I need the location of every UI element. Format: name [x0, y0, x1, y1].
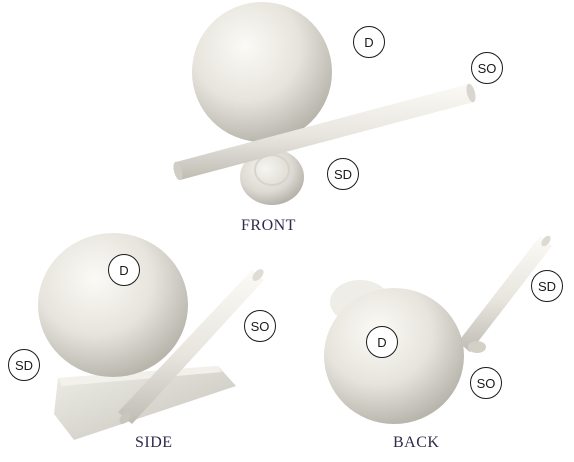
back-large-sphere — [324, 288, 464, 424]
side-view — [38, 233, 266, 440]
front-view-label: FRONT — [241, 217, 296, 235]
side-large-sphere — [38, 233, 188, 377]
side-badge-sd: SD — [8, 349, 40, 381]
front-badge-sd: SD — [327, 158, 359, 190]
side-badge-d: D — [108, 254, 140, 286]
side-view-label: SIDE — [135, 434, 173, 452]
side-badge-so: SO — [244, 310, 276, 342]
back-view — [324, 234, 552, 424]
back-badge-so: SO — [470, 367, 502, 399]
front-view — [172, 2, 478, 205]
front-badge-so: SO — [471, 52, 503, 84]
front-badge-d: D — [353, 26, 385, 58]
back-badge-d: D — [366, 326, 398, 358]
back-badge-sd: SD — [531, 270, 563, 302]
back-view-label: BACK — [393, 434, 439, 452]
front-large-sphere — [192, 2, 332, 142]
